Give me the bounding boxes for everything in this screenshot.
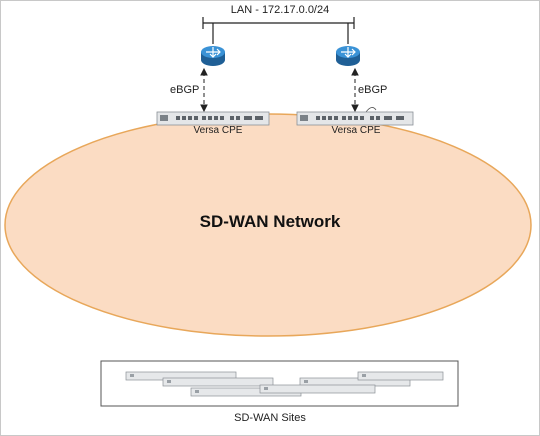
cpe-appliance-icon xyxy=(296,111,414,126)
ebgp-label-left: eBGP xyxy=(170,84,200,96)
site-appliance-ports xyxy=(130,374,366,393)
ebgp-link-right xyxy=(351,67,377,113)
network-title: SD-WAN Network xyxy=(199,212,341,231)
ebgp-label-right: eBGP xyxy=(358,84,388,96)
lan-segment xyxy=(202,17,355,44)
router-icon xyxy=(201,46,225,66)
sites-label: SD-WAN Sites xyxy=(234,412,306,424)
lan-label: LAN - 172.17.0.0/24 xyxy=(230,4,330,16)
router-icon xyxy=(336,46,360,66)
site-appliances xyxy=(125,371,444,397)
cpe-appliance-icon xyxy=(156,111,270,126)
cpe-label-left: Versa CPE xyxy=(193,125,243,136)
ebgp-link-left xyxy=(200,67,208,113)
cpe-label-right: Versa CPE xyxy=(331,125,381,136)
